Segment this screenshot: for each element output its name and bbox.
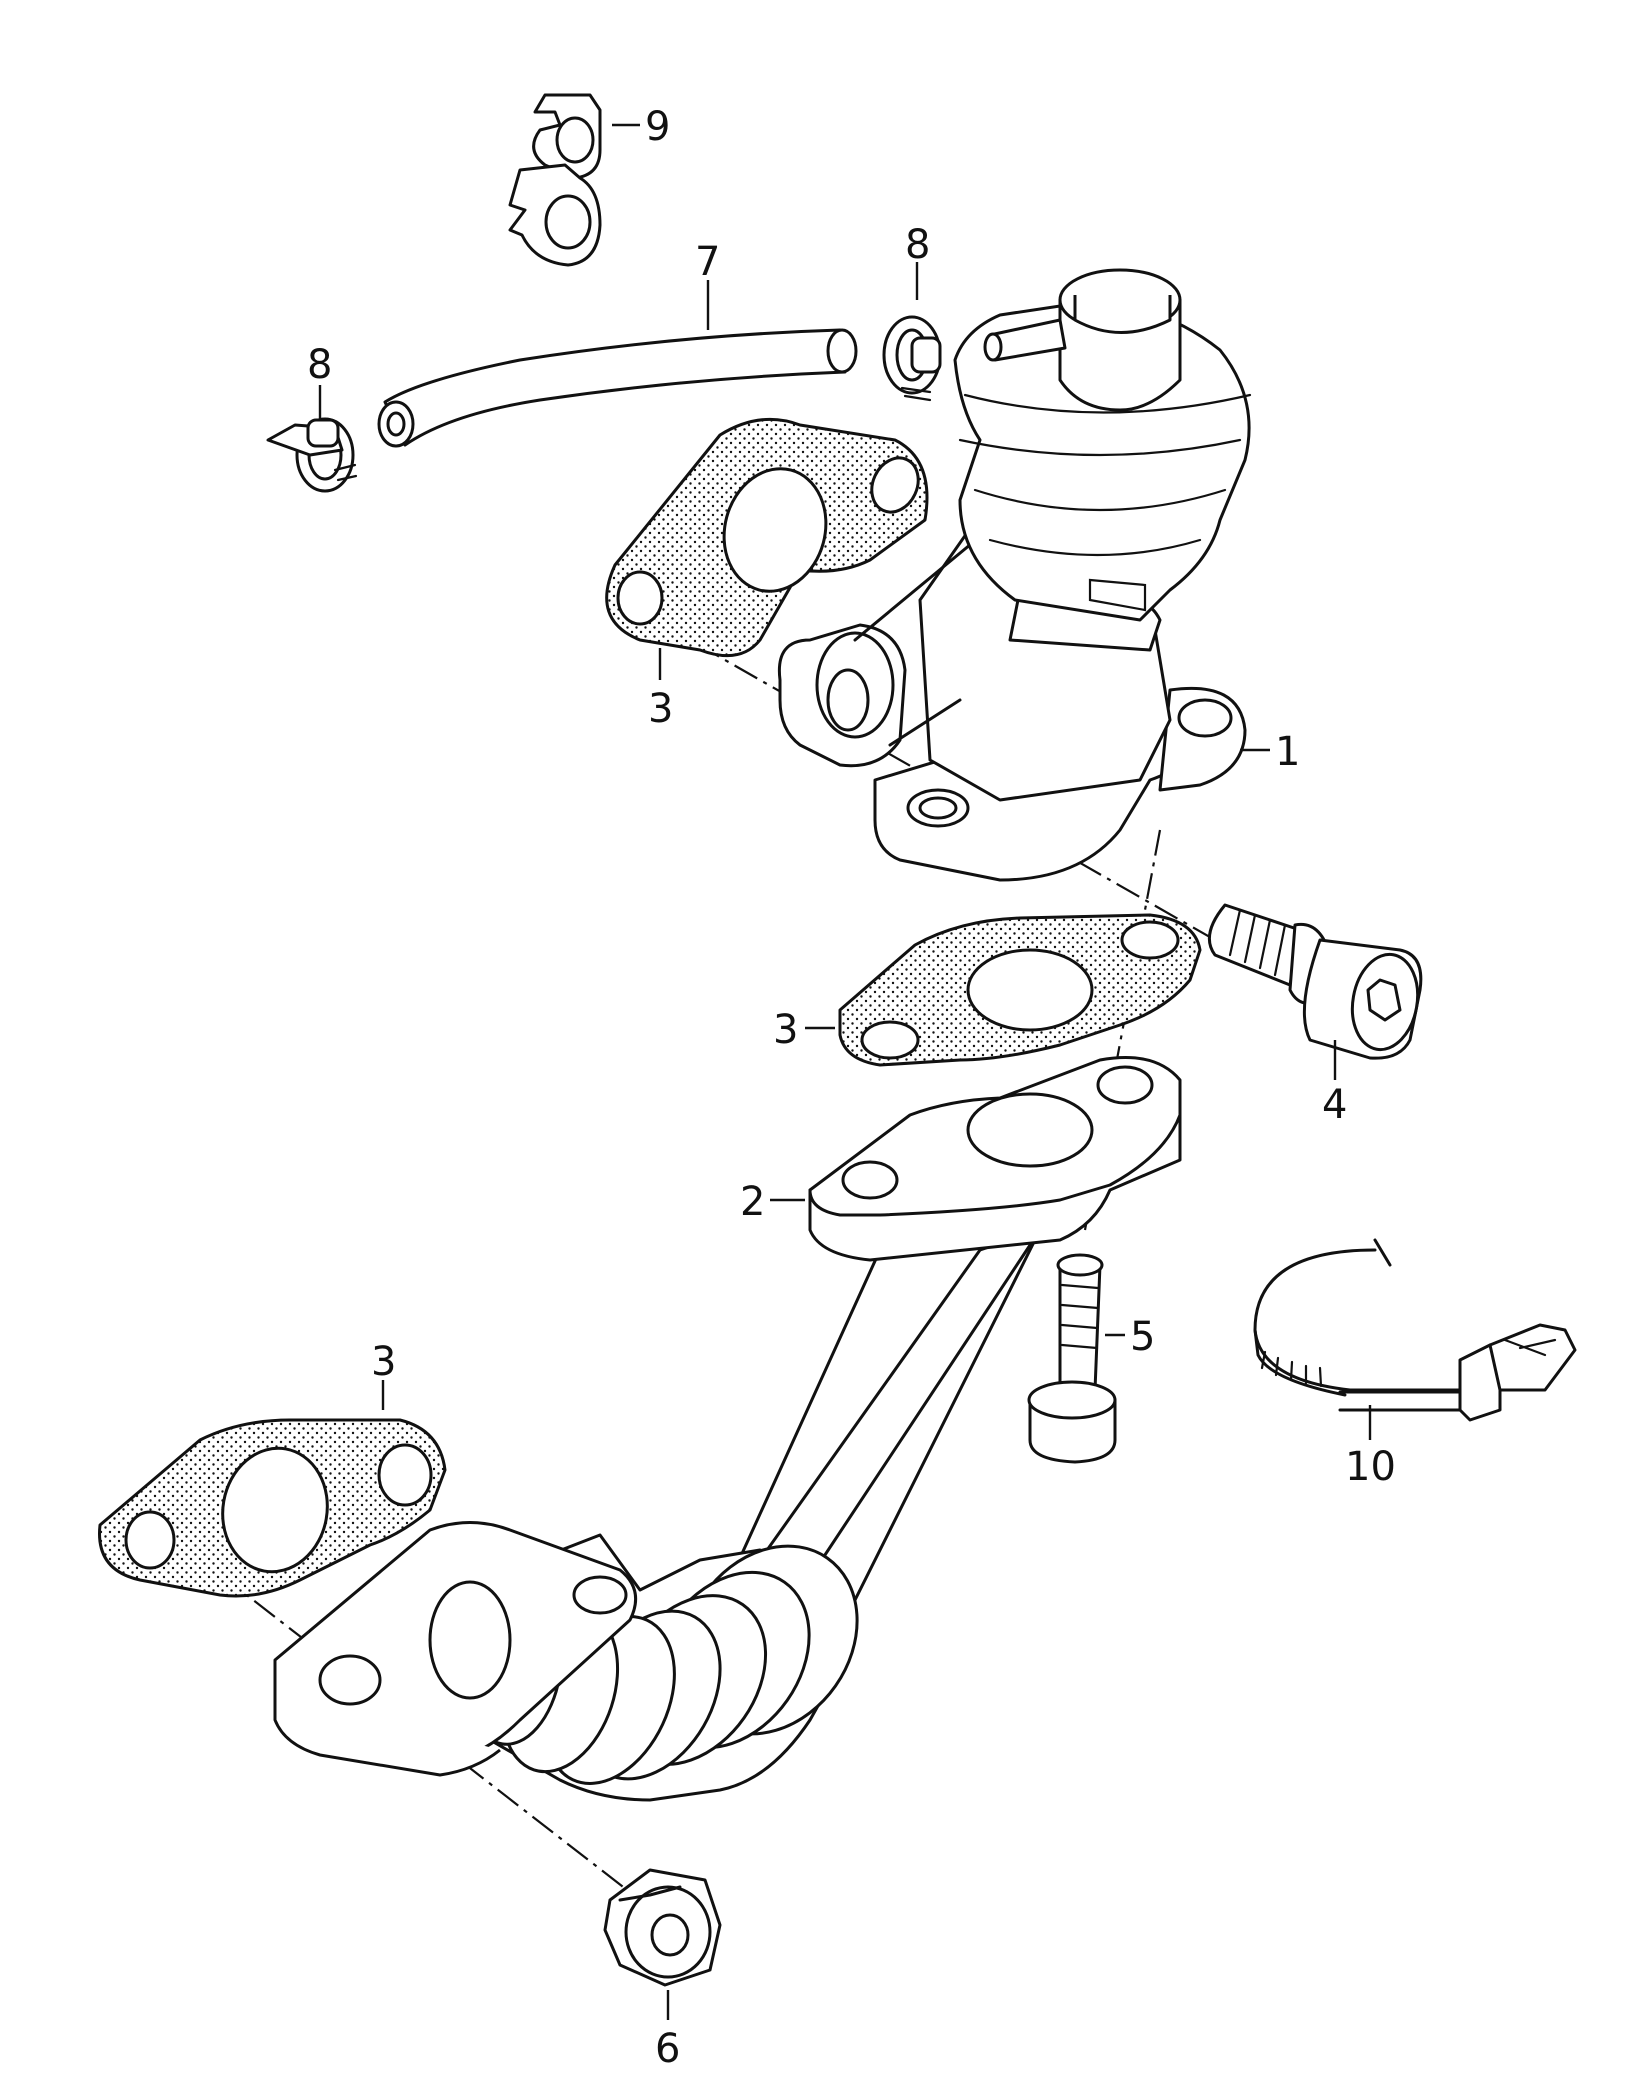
callout-8-left: 8 [307, 342, 332, 388]
callout-3-bottom: 3 [371, 1339, 396, 1385]
callout-5: 5 [1130, 1314, 1155, 1360]
callout-6: 6 [655, 2026, 680, 2072]
hose-clamp-part-8-right [882, 315, 942, 402]
pipe-flange-part-2 [273, 1056, 1182, 1802]
callout-2: 2 [740, 1179, 765, 1225]
gasket-part-3-bottom [98, 1418, 447, 1598]
hose-part-7 [377, 328, 858, 448]
callout-1: 1 [1275, 729, 1300, 775]
cable-tie-part-10 [1253, 1238, 1577, 1422]
bolt-part-4 [1207, 903, 1423, 1060]
callout-9: 9 [645, 104, 670, 150]
callout-3-middle: 3 [773, 1007, 798, 1053]
callout-3-top: 3 [648, 686, 673, 732]
hose-clip-part-9 [508, 93, 602, 267]
callout-7: 7 [695, 239, 720, 285]
gasket-part-3-middle [838, 913, 1202, 1067]
callout-4: 4 [1322, 1082, 1347, 1128]
bolt-part-5 [1027, 1253, 1117, 1464]
gasket-part-3-top [605, 417, 929, 658]
valve-part-1 [777, 268, 1252, 882]
callout-10: 10 [1345, 1444, 1396, 1490]
callout-numbers: 9 7 8 8 3 1 3 4 2 5 3 10 6 [307, 104, 1396, 2072]
hose-clamp-part-8-left [266, 417, 358, 493]
callout-8-right: 8 [905, 222, 930, 268]
nut-part-6 [603, 1868, 722, 1987]
callout-leaders [318, 123, 1372, 2020]
